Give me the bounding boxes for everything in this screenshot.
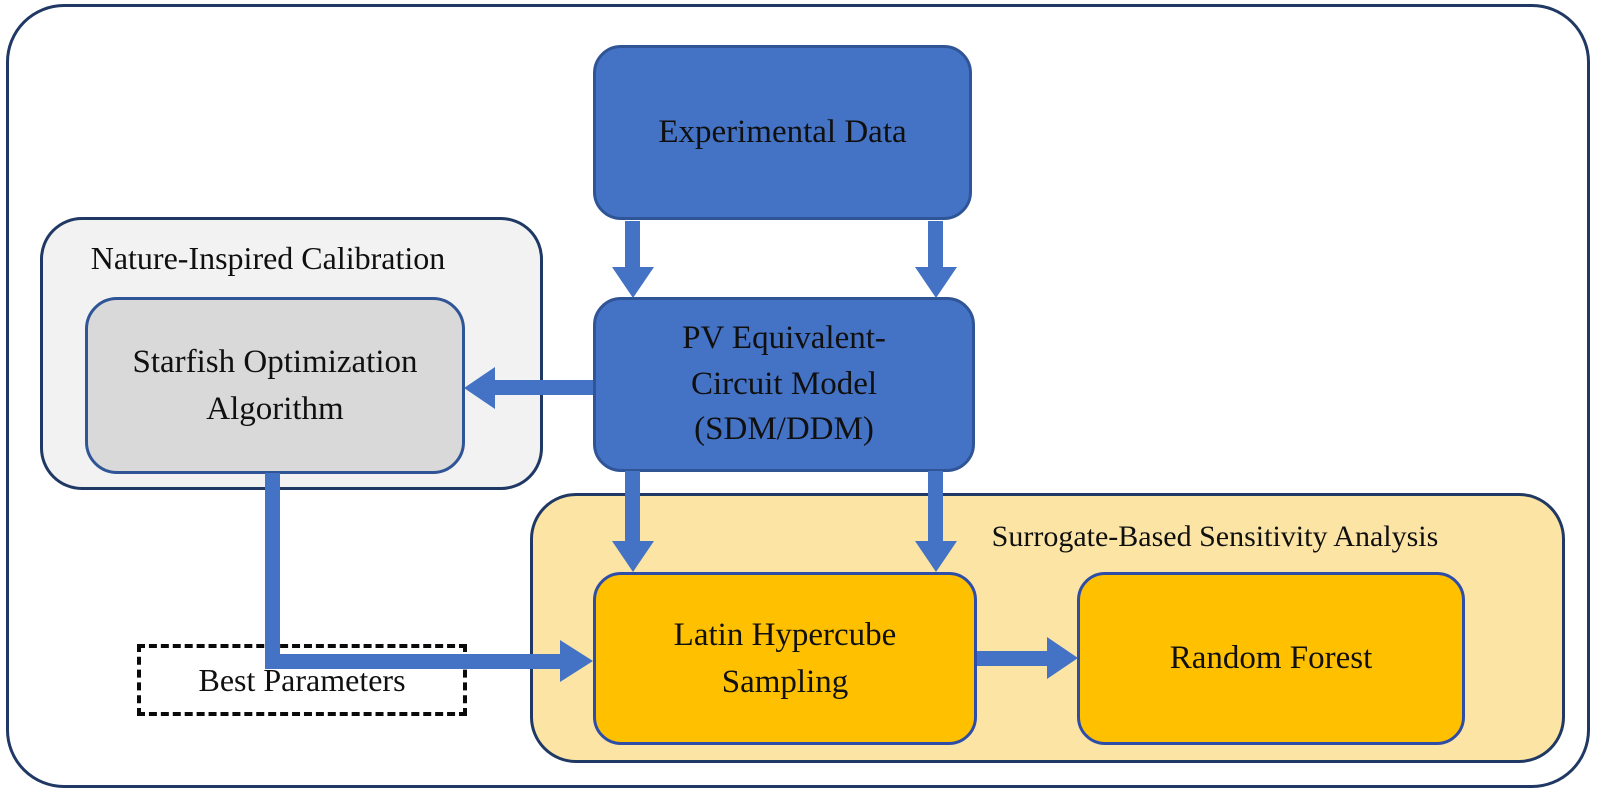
node-starfish-optimization-algorithm: Starfish Optimization Algorithm [85, 297, 465, 474]
arrow-experimental-to-pv-right-shaft [928, 221, 943, 269]
node-random-forest: Random Forest [1077, 572, 1465, 745]
container-label-surrogate-sensitivity-analysis: Surrogate-Based Sensitivity Analysis [991, 520, 1439, 553]
arrow-pv-to-starfish-shaft [495, 380, 593, 395]
arrow-pv-to-starfish-head-icon [464, 367, 495, 409]
arrow-starfish-to-lhs-horizontal-shaft [265, 654, 562, 669]
node-latin-hypercube-sampling: Latin Hypercube Sampling [593, 572, 977, 745]
arrow-pv-to-lhs-right-shaft [928, 471, 943, 543]
arrow-lhs-to-rf-shaft [977, 651, 1048, 666]
node-pv-equivalent-circuit-model: PV Equivalent- Circuit Model (SDM/DDM) [593, 297, 975, 472]
arrow-experimental-to-pv-right-head-icon [915, 267, 957, 298]
arrow-starfish-to-lhs-head-icon [560, 640, 593, 682]
arrow-pv-to-lhs-right-head-icon [915, 541, 957, 572]
arrow-experimental-to-pv-left-head-icon [612, 267, 654, 298]
arrow-starfish-to-lhs-vertical-shaft [265, 473, 280, 669]
container-label-nature-inspired-calibration: Nature-Inspired Calibration [90, 240, 446, 276]
arrow-pv-to-lhs-left-head-icon [612, 541, 654, 572]
arrow-experimental-to-pv-left-shaft [625, 221, 640, 269]
arrow-pv-to-lhs-left-shaft [625, 471, 640, 543]
node-experimental-data: Experimental Data [593, 45, 972, 220]
arrow-lhs-to-rf-head-icon [1047, 637, 1078, 679]
